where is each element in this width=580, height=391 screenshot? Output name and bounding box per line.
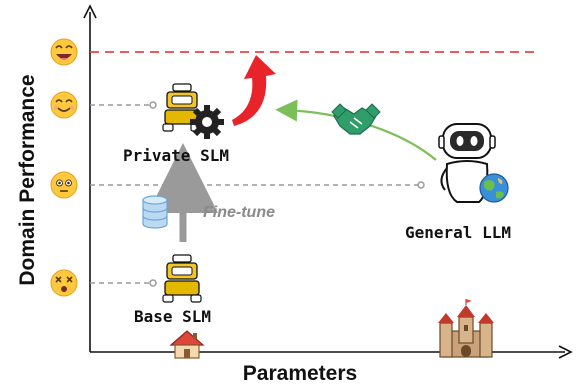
x-axis-label: Parameters <box>242 362 358 385</box>
house-icon <box>169 330 205 359</box>
y-axis-label: Domain Performance <box>16 74 39 286</box>
base-level-leader <box>90 279 157 287</box>
private-slm-label: Private SLM <box>123 146 229 165</box>
ai-robot-icon <box>438 123 496 203</box>
emoji-smile-icon <box>50 91 78 119</box>
castle-icon <box>438 299 494 358</box>
general-level-leader <box>90 181 425 189</box>
private-level-leader <box>90 101 157 109</box>
finetune-label: Fine-tune <box>203 204 275 221</box>
globe-icon <box>479 173 509 203</box>
handshake-icon <box>331 103 381 135</box>
emoji-dizzy-icon <box>50 269 78 297</box>
database-icon <box>142 195 168 229</box>
emoji-excited-icon <box>50 38 78 66</box>
base-slm-label: Base SLM <box>134 307 212 326</box>
general-llm-label: General LLM <box>405 223 511 242</box>
y-axis <box>83 4 97 352</box>
emoji-neutral-icon <box>50 171 78 199</box>
improvement-arrow <box>232 55 276 126</box>
robot-icon <box>162 83 202 132</box>
robot-icon <box>162 254 202 303</box>
x-axis <box>90 345 573 359</box>
gear-icon <box>190 105 224 139</box>
